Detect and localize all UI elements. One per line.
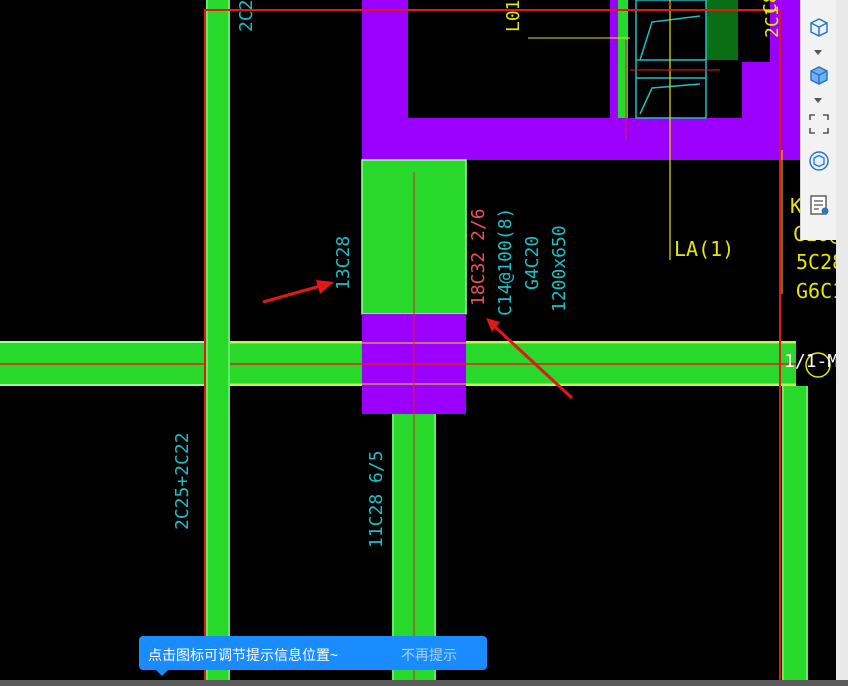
display-settings-icon[interactable] <box>806 192 832 218</box>
annotation-arrow-right <box>486 318 574 400</box>
label-right-beam-section: 1200x650 <box>549 225 570 312</box>
left-vertical-beam <box>206 0 230 686</box>
label-right-beam-waist: G4C20 <box>522 235 543 290</box>
label-la: LA(1) <box>674 237 735 261</box>
annotation-arrow-left <box>262 280 334 304</box>
label-lower-left-beam: 2C25+2C22 <box>172 432 193 530</box>
3d-box-icon[interactable] <box>806 14 832 40</box>
label-top-left-stub: 2C2 <box>236 0 257 32</box>
label-right-edge-4: G6C1 <box>796 279 845 303</box>
label-right-edge-1: K <box>790 194 803 218</box>
select-frame-icon[interactable] <box>806 111 832 137</box>
chevron-down-icon[interactable] <box>814 50 822 55</box>
tip-pointer <box>156 670 168 676</box>
label-right-beam-stirrup: C14@100(8) <box>495 207 516 316</box>
label-top-mid-stub: L01 <box>503 0 524 32</box>
view-cube-icon[interactable] <box>806 148 832 174</box>
status-strip <box>0 680 848 686</box>
label-lower-beam-bottom: 11C28 6/5 <box>366 450 387 548</box>
label-left-beam-bottom: 13C28 <box>333 235 354 290</box>
tip-message: 点击图标可调节提示信息位置~ <box>148 647 339 663</box>
3d-box-filled-icon[interactable] <box>806 62 832 88</box>
tip-dismiss-link[interactable]: 不再提示 <box>401 647 457 663</box>
stair-detail <box>528 0 720 260</box>
upper-right-column-structure <box>362 0 800 160</box>
right-scrollbar[interactable] <box>836 0 848 686</box>
tip-bubble: 点击图标可调节提示信息位置~ 不再提示 <box>139 636 487 670</box>
chevron-down-icon[interactable] <box>814 98 822 103</box>
label-right-beam-main: 18C32 2/6 <box>468 208 489 306</box>
label-top-right-stub-2: 2C1 <box>762 5 783 38</box>
axis-bubble <box>805 352 831 378</box>
right-vertical-beam <box>782 386 808 686</box>
horizontal-beam <box>0 341 796 386</box>
label-axis: 1/1-M <box>784 351 839 372</box>
view-toolbar <box>800 0 837 240</box>
label-right-edge-3: 5C28 <box>796 250 845 274</box>
